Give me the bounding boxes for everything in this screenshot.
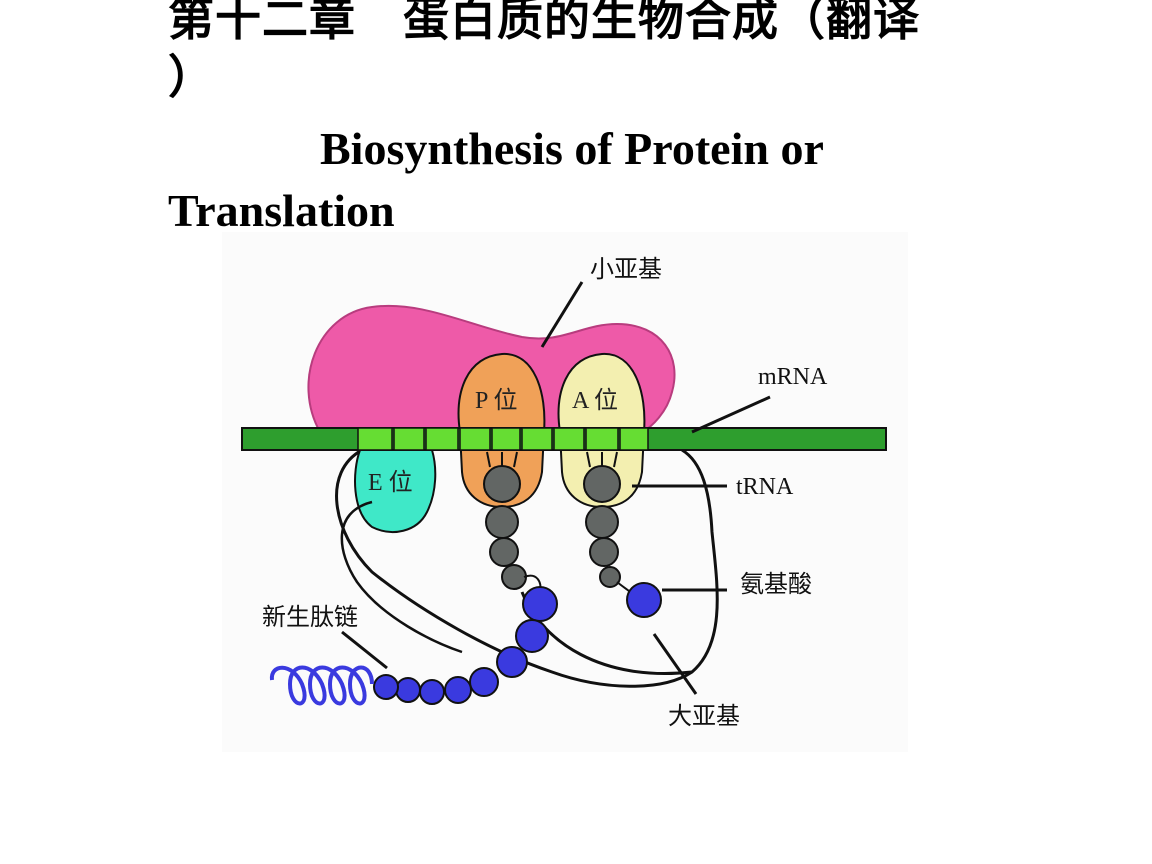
leader-small-subunit xyxy=(540,281,584,348)
large-subunit-label: 大亚基 xyxy=(668,703,740,730)
codon xyxy=(393,427,425,451)
mrna-codons xyxy=(357,427,649,451)
ribosome-translation-diagram: P 位 A 位 E 位 小亚基 mRNA tRNA 氨基酸 新生肽链 大亚基 xyxy=(222,232,908,752)
peptide-helix xyxy=(269,665,374,706)
trna-p-site xyxy=(483,451,542,593)
codon xyxy=(585,427,619,451)
nascent-peptide-chain xyxy=(373,586,558,705)
a-site-label: A 位 xyxy=(572,387,618,414)
codon xyxy=(459,427,491,451)
title-chinese-line2: ） xyxy=(168,50,215,104)
small-subunit-label: 小亚基 xyxy=(590,256,662,283)
e-site xyxy=(354,449,437,533)
codon xyxy=(425,427,459,451)
codon xyxy=(491,427,521,451)
codon xyxy=(553,427,585,451)
title-chinese-line1: 第十二章 蛋白质的生物合成（翻译 xyxy=(168,0,920,46)
p-site-label: P 位 xyxy=(475,387,517,414)
slide-title-chinese: 第十二章 蛋白质的生物合成（翻译 ） xyxy=(168,0,1128,106)
title-english-line1: Biosynthesis of Protein or xyxy=(320,123,824,174)
title-english-line2: Translation xyxy=(168,185,395,236)
codon xyxy=(521,427,553,451)
codon xyxy=(619,427,649,451)
slide-title-english: Biosynthesis of Protein or Translation xyxy=(168,118,1068,242)
e-site-label: E 位 xyxy=(368,469,413,496)
amino-acid-incoming xyxy=(626,582,662,618)
codon xyxy=(357,427,393,451)
e-site-exit-line xyxy=(340,500,463,654)
nascent-peptide-label: 新生肽链 xyxy=(262,604,358,631)
mrna-label: mRNA xyxy=(758,364,828,390)
leader-mrna xyxy=(691,395,771,434)
leader-large-subunit xyxy=(652,633,698,695)
leader-nascent-peptide xyxy=(341,630,388,670)
trna-label: tRNA xyxy=(736,474,794,500)
amino-acid-label: 氨基酸 xyxy=(740,571,812,598)
large-subunit-outline xyxy=(335,448,719,688)
